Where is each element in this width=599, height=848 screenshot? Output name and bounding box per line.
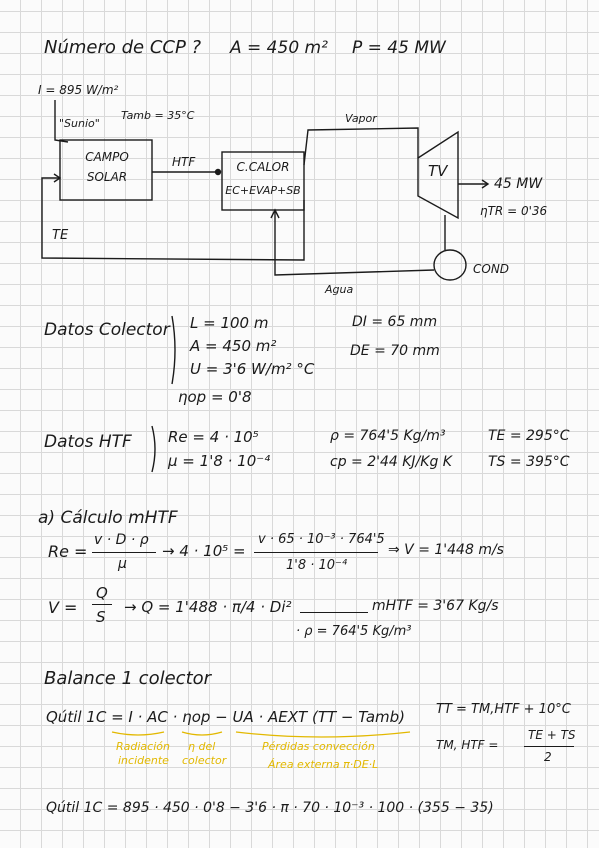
htf-te: TE = 295°C [488,428,570,444]
note-eta-2: colector [182,754,227,767]
collector-brace [171,315,176,385]
turbine-shape [417,130,459,220]
final-equation: Qútil 1C = 895 · 450 · 0'8 − 3'6 · π · 7… [46,800,494,816]
sun-label: "Sunio" [59,117,100,130]
htf-re: Re = 4 · 10⁵ [168,428,259,446]
cond-label: COND [473,262,510,276]
calor-box [221,151,305,211]
re-frac-den: μ [118,556,127,572]
htf-rho: ρ = 764'5 Kg/m³ [330,428,446,444]
balance-title: Balance 1 colector [44,668,212,689]
v-num: Q [96,584,108,602]
v-den: S [96,608,106,626]
solar-label: SOLAR [86,170,128,184]
campo-solar-box [59,139,153,201]
vapor-line [303,127,419,166]
collector-u: U = 3'6 W/m² °C [190,360,315,378]
tt-definition: TT = TM,HTF + 10°C [436,702,571,717]
htf-ts: TS = 395°C [488,454,570,470]
tm-num: TE + TS [528,728,576,742]
velocity-result: ⇒ V = 1'448 m/s [388,542,504,558]
htf-brace [151,425,156,473]
re-line [254,552,378,553]
agua-label: Agua [325,283,354,296]
turbine-label: TV [428,162,448,180]
tm-lhs: TM, HTF = [436,738,499,752]
efficiency-label: ηTR = 0'36 [480,204,548,218]
area-value: A = 450 m² [230,38,328,58]
re-den: 1'8 · 10⁻⁴ [286,558,348,573]
collector-title: Datos Colector [44,320,170,340]
output-label: 45 MW [494,176,543,192]
power-value: P = 45 MW [352,38,446,58]
re-frac-num: v · D · ρ [94,532,149,548]
question-heading: Número de CCP ? [44,37,202,58]
calor-label: C.CALOR [236,160,290,174]
vapor-label: Vapor [345,112,377,125]
v-lhs: V = [48,598,78,617]
collector-area: A = 450 m² [190,337,277,355]
condenser-circle [433,249,467,281]
note-eta-1: η del [188,740,216,753]
balance-equation: Qútil 1C = I · AC · ηop − UA · AEXT (TT … [46,708,406,726]
re-frac-line [92,552,156,553]
re-num: v · 65 · 10⁻³ · 764'5 [258,532,385,547]
irradiance-arrow [54,100,69,143]
note-losses-1: Pérdidas convección [262,740,375,753]
tm-den: 2 [544,750,552,764]
part-a-title: a) Cálculo mHTF [38,508,178,528]
calor-sublabel: EC+EVAP+SB [225,184,301,197]
note-losses-2: Área externa π·DE·L [268,758,379,771]
collector-de: DE = 70 mm [350,343,440,359]
note-radiation-2: incidente [118,754,169,767]
tm-line [524,746,574,747]
tamb-label: Tamb = 35°C [121,109,195,122]
htf-mu: μ = 1'8 · 10⁻⁴ [168,452,271,470]
campo-label: CAMPO [85,150,129,164]
q-arrow-line [300,612,368,613]
note-radiation-1: Radiación [116,740,170,753]
water-return-line [274,210,435,276]
collector-di: DI = 65 mm [352,314,438,330]
htf-cp: cp = 2'44 KJ/Kg K [330,454,452,470]
rho-note: · ρ = 764'5 Kg/m³ [296,624,412,639]
htf-label: HTF [172,155,196,169]
te-label: TE [52,228,69,243]
q-expression: → Q = 1'488 · π/4 · Di² [124,598,292,616]
irradiance-label: I = 895 W/m² [38,83,119,97]
mass-flow-result: mHTF = 3'67 Kg/s [372,598,499,614]
re-arrow: → 4 · 10⁵ = [162,542,246,560]
collector-length: L = 100 m [190,314,269,332]
re-lhs: Re = [48,542,88,561]
collector-eta: ηop = 0'8 [178,388,252,406]
htf-return-line [41,177,305,261]
htf-title: Datos HTF [44,432,132,452]
v-line [92,604,112,605]
